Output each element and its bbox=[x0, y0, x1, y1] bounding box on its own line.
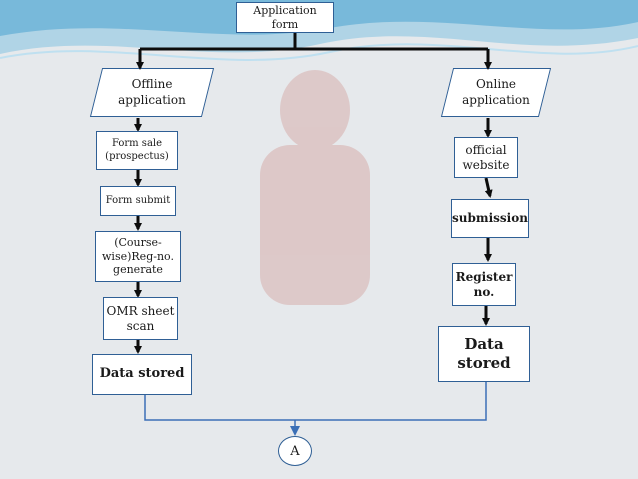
reg-no-generate-label: (Course-wise)Reg-no. generate bbox=[102, 235, 174, 277]
official-website-node: official website bbox=[454, 137, 518, 178]
submission-node: submission bbox=[451, 199, 529, 238]
application-form-label: Application form bbox=[253, 3, 317, 31]
online-data-stored-node: Data stored bbox=[438, 326, 530, 382]
form-submit-node: Form submit bbox=[100, 186, 176, 216]
omr-sheet-scan-node: OMR sheet scan bbox=[103, 297, 178, 340]
offline-data-stored-label: Data stored bbox=[99, 366, 185, 382]
connector-a-node: A bbox=[278, 436, 312, 466]
form-sale-label: Form sale (prospectus) bbox=[105, 138, 169, 162]
background-figure bbox=[240, 40, 430, 340]
offline-application-node: Offline application bbox=[96, 68, 208, 117]
offline-application-label: Offline application bbox=[118, 76, 186, 107]
offline-data-stored-node: Data stored bbox=[92, 354, 192, 395]
register-no-label: Register no. bbox=[455, 269, 513, 299]
connector-a-label: A bbox=[290, 443, 300, 459]
submission-label: submission bbox=[452, 211, 528, 225]
application-form-node: Application form bbox=[236, 2, 334, 33]
register-no-node: Register no. bbox=[452, 263, 516, 306]
online-application-node: Online application bbox=[447, 68, 545, 117]
form-submit-label: Form submit bbox=[105, 194, 171, 206]
online-application-label: Online application bbox=[462, 76, 530, 107]
reg-no-generate-node: (Course-wise)Reg-no. generate bbox=[95, 231, 181, 282]
online-data-stored-label: Data stored bbox=[457, 335, 511, 372]
form-sale-node: Form sale (prospectus) bbox=[96, 131, 178, 170]
omr-sheet-scan-label: OMR sheet scan bbox=[106, 303, 175, 333]
official-website-label: official website bbox=[462, 142, 510, 172]
